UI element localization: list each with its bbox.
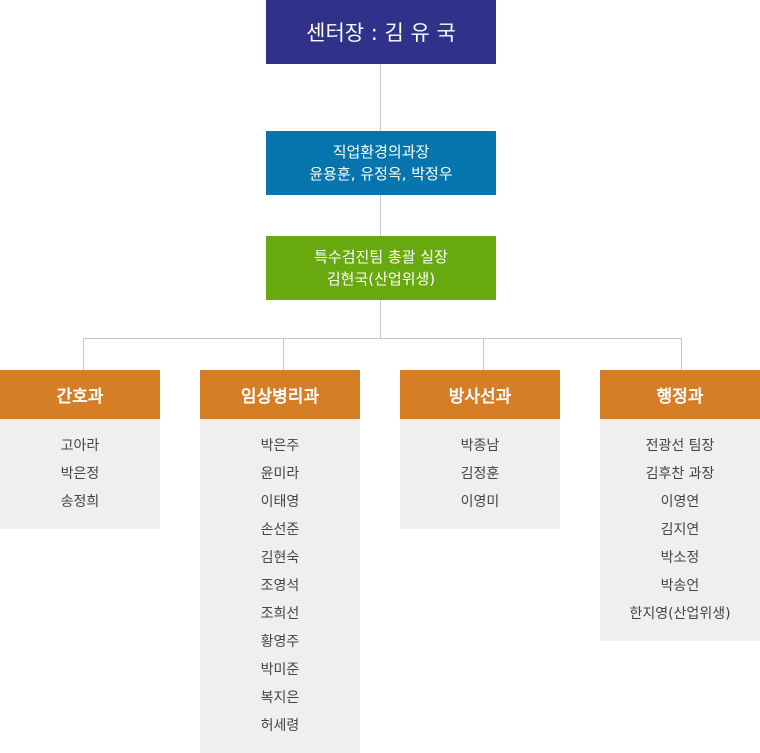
member-name: 김정훈 bbox=[460, 466, 500, 482]
member-name: 김현숙 bbox=[260, 550, 300, 566]
department-header: 행정과 bbox=[600, 370, 760, 419]
member-name: 조희선 bbox=[260, 606, 300, 622]
director-label: 센터장 : 김 유 국 bbox=[306, 21, 456, 45]
connector-dept-nursing bbox=[83, 338, 84, 370]
department-member-list: 박종남 김정훈 이영미 bbox=[400, 419, 560, 529]
member-name: 윤미라 bbox=[260, 466, 300, 482]
member-name: 허세령 bbox=[260, 718, 300, 734]
connector-dept-radiology bbox=[483, 338, 484, 370]
member-name: 김지연 bbox=[660, 522, 700, 538]
department-member-list: 박은주 윤미라 이태영 손선준 김현숙 조영석 조희선 황영주 박미준 복지은 … bbox=[200, 419, 360, 753]
member-name: 박은정 bbox=[60, 466, 100, 482]
department-header: 방사선과 bbox=[400, 370, 560, 419]
department-radiology: 방사선과 박종남 김정훈 이영미 bbox=[400, 370, 560, 529]
manager-names: 윤용훈, 유정옥, 박정우 bbox=[309, 165, 453, 183]
department-header: 간호과 bbox=[0, 370, 160, 419]
member-name: 조영석 bbox=[260, 578, 300, 594]
member-name: 황영주 bbox=[260, 634, 300, 650]
member-name: 복지은 bbox=[260, 690, 300, 706]
member-name: 이태영 bbox=[260, 494, 300, 510]
member-name: 박미준 bbox=[260, 662, 300, 678]
member-name: 박종남 bbox=[460, 438, 500, 454]
department-member-list: 전광선 팀장 김후찬 과장 이영연 김지연 박소정 박송언 한지영(산업위생) bbox=[600, 419, 760, 641]
connector-manager-teamlead bbox=[380, 195, 381, 236]
connector-dept-lab bbox=[283, 338, 284, 370]
connector-dept-admin bbox=[681, 338, 682, 370]
team-lead-title: 특수검진팀 총괄 실장 bbox=[314, 248, 448, 266]
department-header: 임상병리과 bbox=[200, 370, 360, 419]
department-member-list: 고아라 박은정 송정희 bbox=[0, 419, 160, 529]
manager-box: 직업환경의과장 윤용훈, 유정옥, 박정우 bbox=[266, 131, 496, 195]
member-name: 한지영(산업위생) bbox=[629, 606, 731, 622]
member-name: 전광선 팀장 bbox=[645, 438, 715, 454]
connector-teamlead-branch bbox=[380, 300, 381, 338]
member-name: 박은주 bbox=[260, 438, 300, 454]
connector-horizontal bbox=[83, 338, 682, 339]
connector-director-manager bbox=[380, 64, 381, 131]
team-lead-box: 특수검진팀 총괄 실장 김현국(산업위생) bbox=[266, 236, 496, 300]
team-lead-name: 김현국(산업위생) bbox=[326, 270, 436, 288]
member-name: 김후찬 과장 bbox=[645, 466, 715, 482]
department-clinical-pathology: 임상병리과 박은주 윤미라 이태영 손선준 김현숙 조영석 조희선 황영주 박미… bbox=[200, 370, 360, 753]
member-name: 이영미 bbox=[460, 494, 500, 510]
member-name: 송정희 bbox=[60, 494, 100, 510]
manager-title: 직업환경의과장 bbox=[332, 143, 430, 161]
department-administration: 행정과 전광선 팀장 김후찬 과장 이영연 김지연 박소정 박송언 한지영(산업… bbox=[600, 370, 760, 641]
member-name: 고아라 bbox=[60, 438, 100, 454]
department-nursing: 간호과 고아라 박은정 송정희 bbox=[0, 370, 160, 529]
member-name: 박소정 bbox=[660, 550, 700, 566]
member-name: 박송언 bbox=[660, 578, 700, 594]
member-name: 손선준 bbox=[260, 522, 300, 538]
member-name: 이영연 bbox=[660, 494, 700, 510]
director-box: 센터장 : 김 유 국 bbox=[266, 0, 496, 64]
